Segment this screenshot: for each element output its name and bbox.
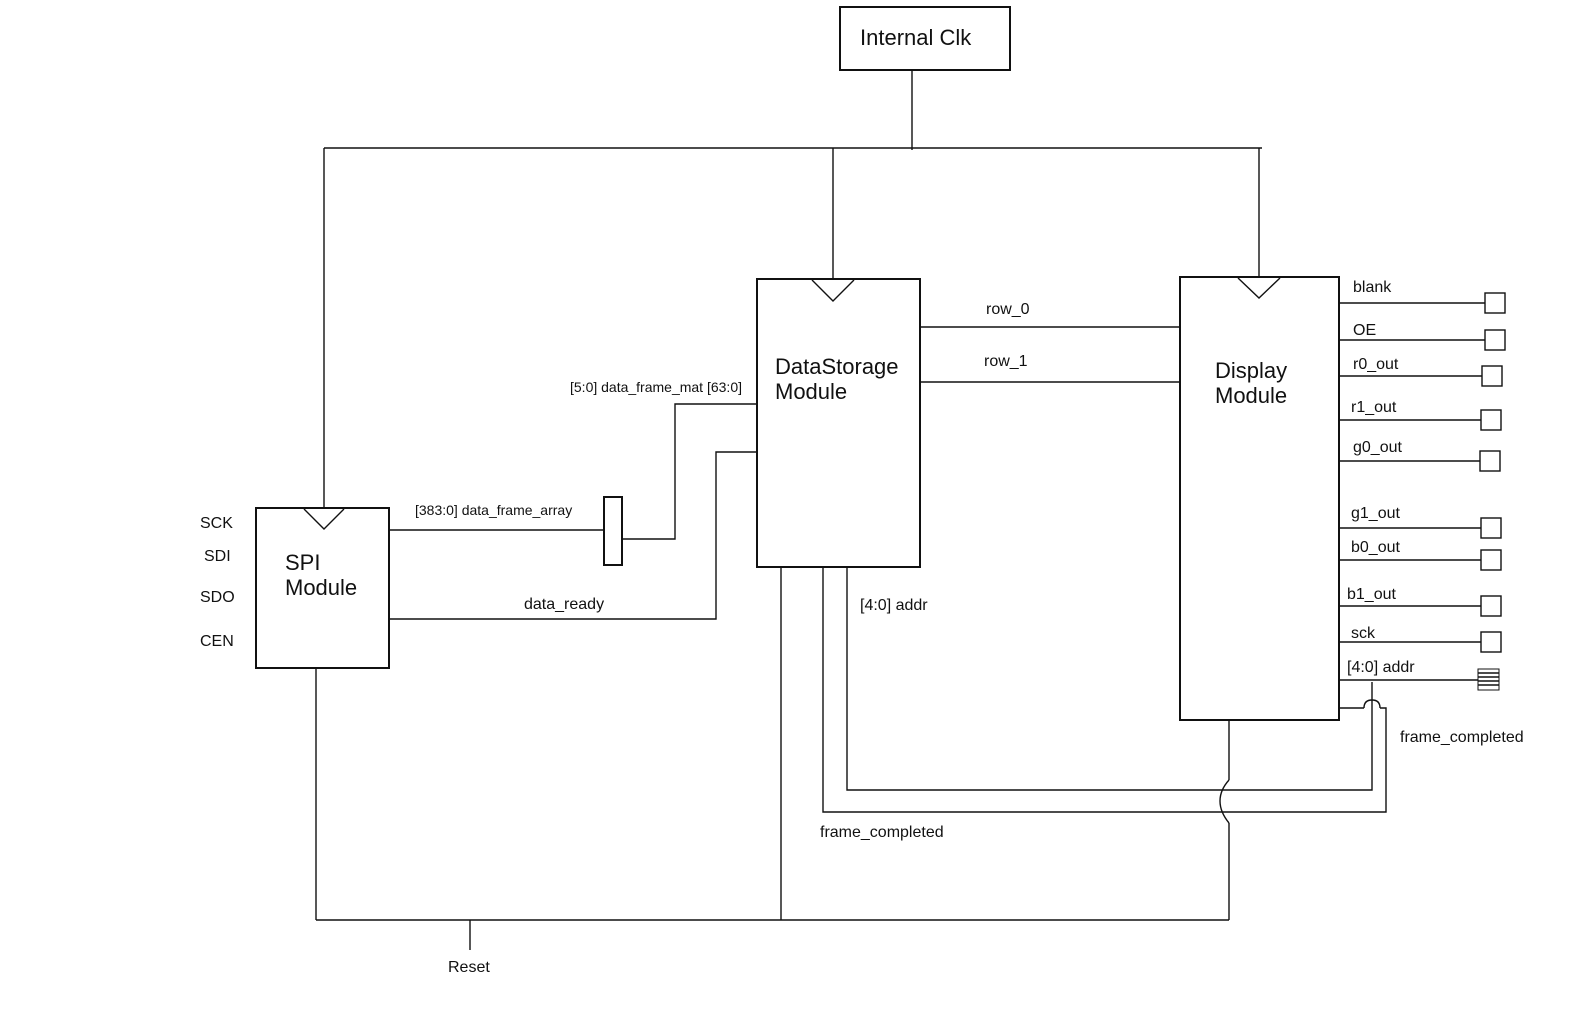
spi-module: SPI Module [255,507,390,669]
output-label-sck: sck [1351,625,1376,642]
output-port-b0-out [1480,549,1502,571]
row-wires: row_0 row_1 [920,301,1180,383]
output-label-b0-out: b0_out [1351,539,1400,556]
output-port-blank [1484,292,1506,314]
spi-module-label-line1: SPI [285,550,320,575]
internal-clk-label: Internal Clk [860,25,972,50]
frame-completed-label-bottom: frame_completed [820,824,944,841]
output-label-b1-out: b1_out [1347,586,1396,603]
display-module: Display Module [1179,276,1340,721]
internal-clk-block: Internal Clk [839,6,1011,71]
output-port-r1-out [1480,409,1502,431]
display-module-label-line1: Display [1215,358,1287,383]
data-frame-array-label: [383:0] data_frame_array [415,502,572,518]
data-ready-wire: data_ready [389,451,756,620]
spi-input-sdi: SDI [204,548,231,565]
clock-distribution-wires [323,70,1262,508]
frame-completed-wire: frame_completed frame_completed [820,567,1524,841]
row-0-label: row_0 [986,301,1030,318]
datastorage-clock-input-marker [811,279,855,302]
addr-feedback-wire: [4:0] addr [846,567,1373,791]
output-label-addr: [4:0] addr [1347,659,1415,676]
datastorage-module-label-line2: Module [775,379,847,404]
output-port-sck [1480,631,1502,653]
output-port-r0-out [1481,365,1503,387]
output-label-blank: blank [1353,279,1392,296]
spi-input-sck: SCK [200,515,233,532]
output-label-oe: OE [1353,322,1376,339]
output-port-g1-out [1480,517,1502,539]
datastorage-module-label-line1: DataStorage [775,354,899,379]
spi-input-cen: CEN [200,633,234,650]
reset-label: Reset [448,959,490,976]
spi-module-label-line2: Module [285,575,357,600]
output-port-g0-out [1479,450,1501,472]
data-frame-mat-label: [5:0] data_frame_mat [63:0] [570,379,742,395]
data-frame-array-wire: [383:0] data_frame_array [5:0] data_fram… [389,379,756,566]
frame-completed-label-right: frame_completed [1400,729,1524,746]
spi-input-labels: SCK SDI SDO CEN [200,515,235,650]
output-port-oe [1484,329,1506,351]
addr-label: [4:0] addr [860,597,928,614]
row-1-label: row_1 [984,353,1028,370]
output-label-r1-out: r1_out [1351,399,1397,416]
output-port-addr-bus [1477,668,1500,691]
output-label-g0-out: g0_out [1353,439,1402,456]
output-label-r0-out: r0_out [1353,356,1399,373]
data-ready-label: data_ready [524,596,604,613]
spi-clock-input-marker [303,508,345,530]
reset-wires: Reset [315,567,1230,976]
bus-reshape-block [603,496,623,566]
display-output-ports: blank OE r0_out r1_out g0_out g1_out b0_… [1339,279,1506,691]
display-module-label-line2: Module [1215,383,1287,408]
display-clock-input-marker [1237,277,1281,299]
datastorage-module: DataStorage Module [756,278,921,568]
output-label-g1-out: g1_out [1351,505,1400,522]
output-port-b1-out [1480,595,1502,617]
spi-input-sdo: SDO [200,589,235,606]
